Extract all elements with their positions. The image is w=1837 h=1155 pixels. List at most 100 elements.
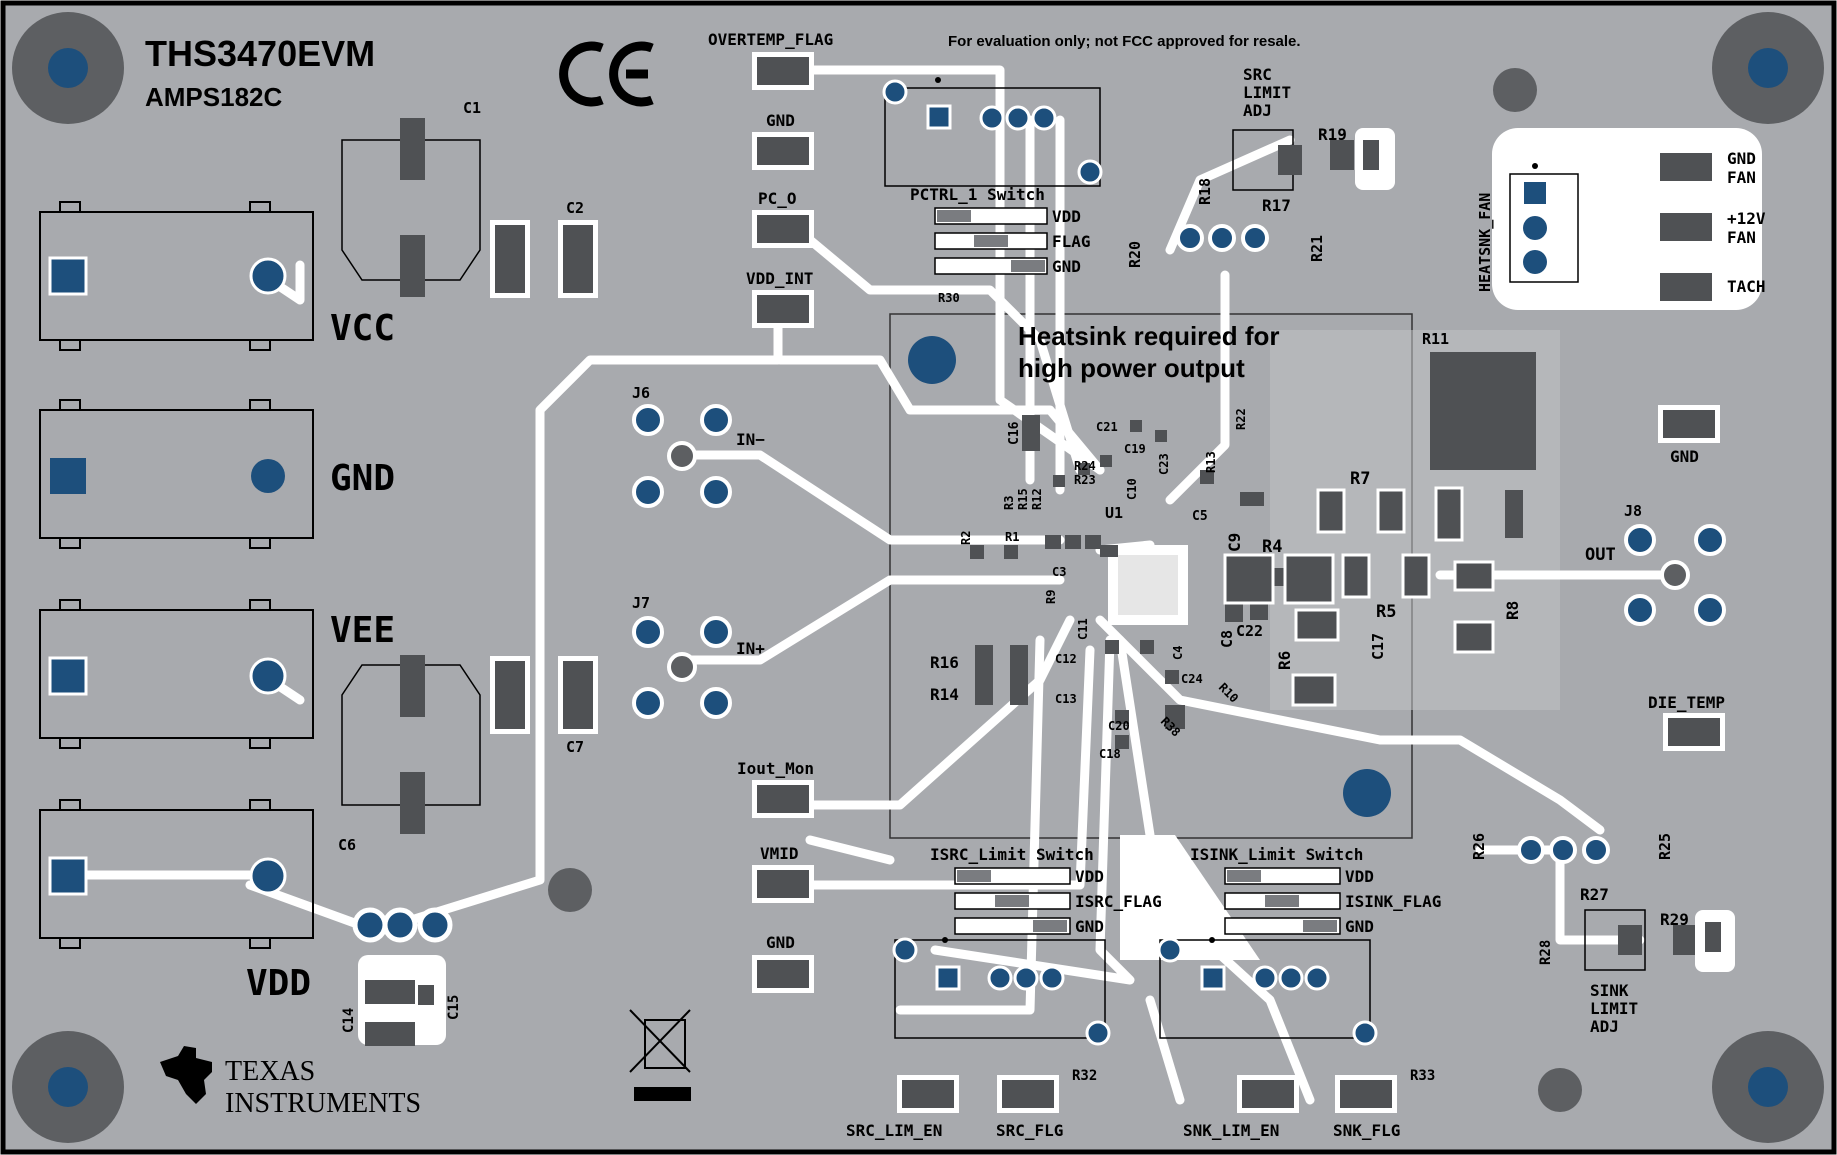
refdes-c18: C18	[1099, 747, 1121, 761]
refdes-c15: C15	[446, 995, 462, 1020]
pctrl-switch-title: PCTRL_1 Switch	[910, 185, 1045, 204]
refdes-r9: R9	[1044, 590, 1058, 604]
refdes-r13: R13	[1204, 451, 1218, 473]
refdes-r7: R7	[1350, 469, 1370, 489]
fcc-note: For evaluation only; not FCC approved fo…	[948, 33, 1301, 50]
sma-connectors	[632, 404, 1726, 719]
isink-switch-title: ISINK_Limit Switch	[1190, 845, 1363, 864]
label-gnd-right: GND	[1670, 447, 1699, 466]
refdes-c8: C8	[1218, 630, 1236, 648]
refdes-c2: C2	[566, 199, 584, 217]
refdes-c7: C7	[566, 738, 584, 756]
adj-pots	[1232, 128, 1735, 972]
label-j6: J6	[632, 384, 650, 402]
fan-label-gnd: GND	[1727, 149, 1756, 168]
refdes-r18: R18	[1196, 178, 1214, 205]
label-gnd-bottom: GND	[766, 933, 795, 952]
ti-logo-icon	[160, 1046, 212, 1104]
ti-logo-line1: TEXAS	[225, 1056, 315, 1087]
refdes-r33: R33	[1410, 1068, 1435, 1084]
src-adj-1: SRC	[1243, 65, 1272, 84]
refdes-r15: R15	[1016, 488, 1030, 510]
refdes-c22: C22	[1236, 622, 1263, 640]
switch-bodies	[884, 87, 1371, 1039]
label-vdd-int: VDD_INT	[746, 269, 813, 288]
cap-c2-c7	[490, 220, 598, 734]
smd-parts	[970, 415, 1304, 749]
label-src-flg: SRC_FLG	[996, 1121, 1063, 1140]
label-in-minus: IN−	[736, 430, 765, 449]
switch-pads	[882, 77, 1378, 1046]
label-pc-o: PC_O	[758, 189, 797, 208]
label-vmid: VMID	[760, 844, 799, 863]
weee-bin-icon	[629, 1009, 691, 1101]
label-gnd-terminal: GND	[330, 458, 395, 499]
refdes-r11: R11	[1422, 330, 1449, 348]
refdes-r2: R2	[959, 531, 973, 545]
refdes-r8: R8	[1503, 601, 1522, 620]
refdes-c19: C19	[1124, 442, 1146, 456]
fan-label-fan1: FAN	[1727, 168, 1756, 187]
refdes-r4: R4	[1262, 537, 1282, 557]
fan-label-tach: TACH	[1727, 277, 1766, 296]
isrc-switch-title: ISRC_Limit Switch	[930, 845, 1094, 864]
ce-mark-logo	[559, 41, 654, 107]
refdes-c4: C4	[1171, 646, 1185, 660]
fan-header-label: HEATSNK_FAN	[1476, 193, 1494, 292]
refdes-r6: R6	[1275, 651, 1294, 670]
board-title: THS3470EVM	[145, 33, 375, 74]
isink-row-gnd: GND	[1345, 917, 1374, 936]
refdes-r3: R3	[1002, 496, 1016, 510]
refdes-r25: R25	[1656, 833, 1674, 860]
refdes-c6: C6	[338, 836, 356, 854]
refdes-r27: R27	[1580, 885, 1609, 904]
refdes-r26: R26	[1470, 833, 1488, 860]
fan-header	[1509, 163, 1579, 283]
refdes-c16: C16	[1007, 421, 1022, 445]
refdes-c17: C17	[1369, 633, 1387, 660]
heatsink-note-2: high power output	[1018, 353, 1245, 383]
isrc-row-vdd: VDD	[1075, 867, 1104, 886]
heatsink-note-1: Heatsink required for	[1018, 321, 1280, 351]
refdes-u1: U1	[1105, 504, 1123, 522]
refdes-labels: C1 C2 C6 C7 C14 C15 C16 C21 C19 C10 C23 …	[338, 99, 1689, 1084]
r11-pad	[1505, 490, 1523, 538]
refdes-r19: R19	[1318, 125, 1347, 144]
refdes-r28: R28	[1538, 940, 1554, 965]
refdes-r32: R32	[1072, 1068, 1097, 1084]
refdes-c20: C20	[1108, 719, 1130, 733]
refdes-c5: C5	[1192, 509, 1208, 524]
pctrl-row-vdd: VDD	[1052, 207, 1081, 226]
pctrl-row-gnd: GND	[1052, 257, 1081, 276]
refdes-c11: C11	[1076, 618, 1090, 640]
fan-label-fan2: FAN	[1727, 228, 1756, 247]
label-snk-lim-en: SNK_LIM_EN	[1183, 1121, 1279, 1140]
ti-logo-line2: INSTRUMENTS	[225, 1088, 421, 1119]
refdes-c3: C3	[1052, 565, 1066, 579]
label-vdd-terminal: VDD	[246, 963, 311, 1004]
refdes-r21: R21	[1308, 235, 1326, 262]
label-die-temp: DIE_TEMP	[1648, 693, 1725, 712]
refdes-r20: R20	[1126, 241, 1144, 268]
label-vee: VEE	[330, 610, 395, 651]
refdes-c9: C9	[1225, 533, 1244, 552]
isink-row-vdd: VDD	[1345, 867, 1374, 886]
refdes-c23: C23	[1157, 453, 1171, 475]
label-out: OUT	[1585, 545, 1616, 565]
sink-adj-3: ADJ	[1590, 1017, 1619, 1036]
refdes-c10: C10	[1125, 478, 1139, 500]
terminal-blocks	[39, 201, 314, 949]
src-adj-3: ADJ	[1243, 101, 1272, 120]
u1-package	[1108, 545, 1188, 625]
r11-body	[1430, 352, 1536, 470]
vdd-header	[352, 907, 453, 1046]
sink-adj-1: SINK	[1590, 981, 1629, 1000]
label-gnd-top: GND	[766, 111, 795, 130]
label-snk-flg: SNK_FLG	[1333, 1121, 1400, 1140]
isink-row-flag: ISINK_FLAG	[1345, 892, 1441, 911]
bulk-caps	[341, 139, 481, 806]
test-point-pads	[752, 52, 1725, 1113]
board-rev: AMPS182C	[145, 82, 282, 112]
refdes-r1: R1	[1005, 530, 1019, 544]
